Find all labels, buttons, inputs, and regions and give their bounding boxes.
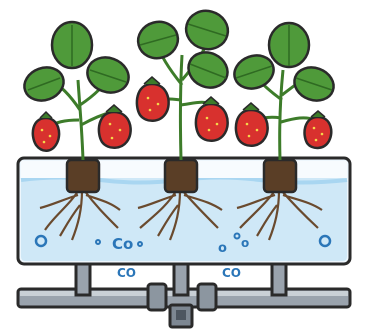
bubble-label: CO xyxy=(117,266,136,280)
supply-pipe xyxy=(18,255,350,327)
bubble-label: CO xyxy=(222,266,241,280)
bubble-label: Co xyxy=(112,235,133,253)
bubble-label: o xyxy=(241,236,249,250)
bubble-label: o xyxy=(218,241,227,256)
